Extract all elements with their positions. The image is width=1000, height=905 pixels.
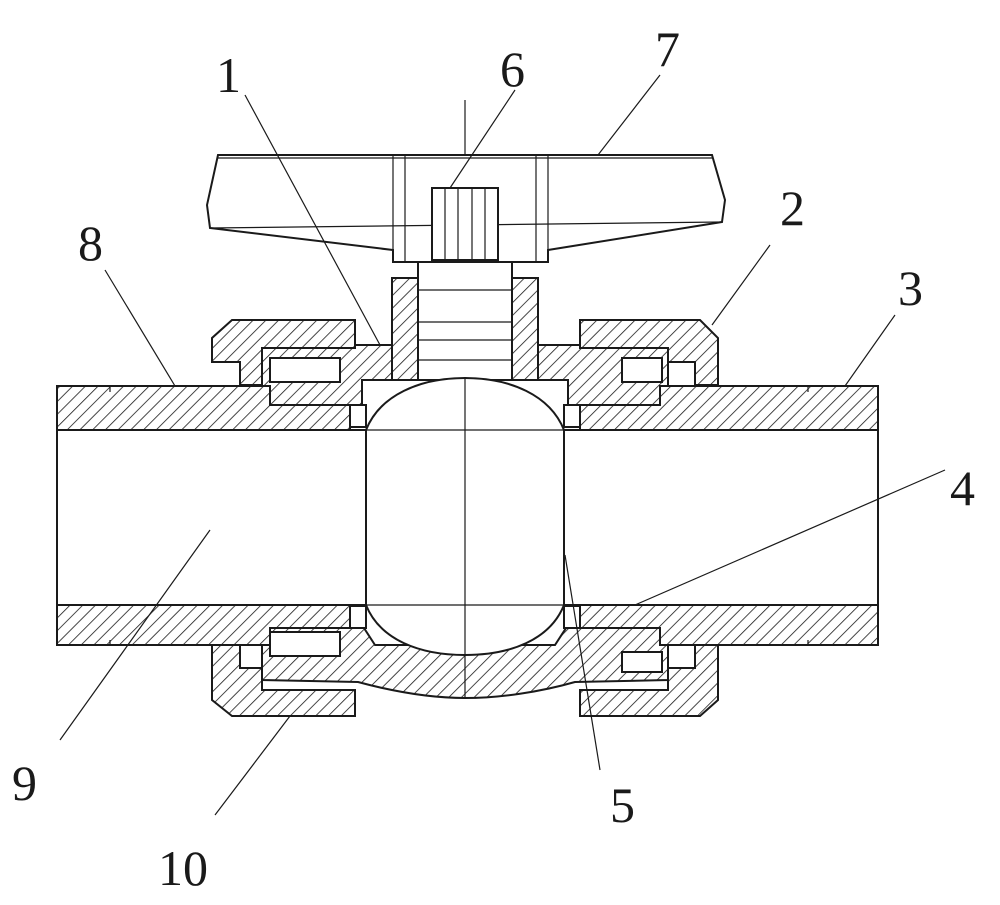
leader-lines — [59, 74, 946, 816]
union-nut-left — [211, 319, 356, 717]
callout-4: 4 — [950, 460, 975, 516]
callout-6: 6 — [500, 41, 525, 97]
callout-1: 1 — [216, 47, 241, 103]
callout-5: 5 — [610, 777, 635, 833]
pipe-right — [579, 357, 879, 673]
callout-10: 10 — [158, 840, 208, 896]
callout-3: 3 — [898, 260, 923, 316]
callout-2: 2 — [780, 180, 805, 236]
callout-8: 8 — [78, 215, 103, 271]
union-nut-right — [579, 319, 719, 717]
valve-ball — [349, 100, 581, 698]
callout-labels: 1 2 3 4 5 6 7 8 9 10 — [12, 21, 975, 896]
callout-7: 7 — [655, 21, 680, 77]
callout-9: 9 — [12, 755, 37, 811]
valve-stem — [417, 187, 513, 381]
